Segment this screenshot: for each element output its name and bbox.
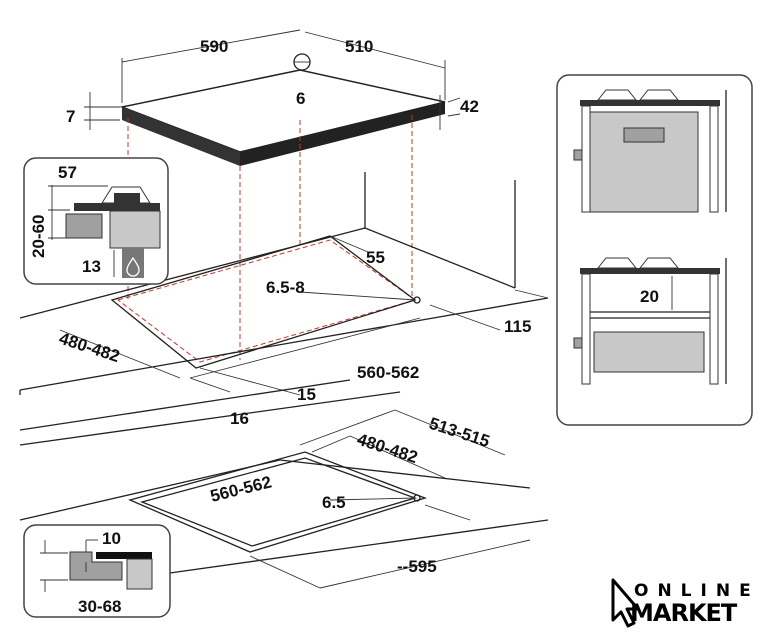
label-cutout-depth: 480-482 [57, 329, 122, 366]
label-clearance: 20 [640, 287, 659, 306]
label-hole: 6.5-8 [266, 278, 305, 297]
countertop-top [19, 172, 549, 446]
label-inlet-clearance: 13 [82, 257, 101, 276]
oven-panel [556, 74, 753, 426]
cursor-icon [611, 578, 640, 628]
label-thickness: 30-68 [78, 597, 121, 616]
hob-drawing [84, 29, 461, 166]
label-width: 590 [200, 37, 228, 56]
label-flush-hole: 6.5 [322, 493, 346, 512]
flush-detail-box [23, 524, 171, 618]
label-flush-width: 560-562 [208, 472, 273, 506]
label-gas-inlet: 6 [296, 89, 305, 108]
svg-text:MARKET: MARKET [630, 599, 738, 627]
label-side-distance: 115 [504, 317, 531, 336]
gas-drop-icon [126, 256, 140, 277]
label-cutout-width: 560-562 [357, 363, 419, 382]
label-gap: 20-60 [29, 215, 48, 258]
label-depth: 510 [345, 37, 373, 56]
label-total-height: 42 [460, 97, 479, 116]
online-market-logo: ONLINE MARKET [611, 578, 760, 628]
label-outer-width: --595 [397, 557, 437, 576]
label-front-min: 16 [230, 409, 249, 428]
label-front-distance: 15 [297, 385, 316, 404]
label-step: 10 [102, 529, 121, 548]
label-back-distance: 55 [366, 248, 385, 267]
label-burner-height: 57 [58, 163, 77, 182]
label-outer-depth: 513-515 [427, 414, 492, 451]
countertop-flush [19, 409, 549, 589]
label-glass-thickness: 7 [66, 107, 75, 126]
svg-text:ONLINE: ONLINE [634, 581, 760, 601]
side-detail-box [23, 157, 169, 285]
label-flush-depth: 480-482 [355, 430, 420, 467]
